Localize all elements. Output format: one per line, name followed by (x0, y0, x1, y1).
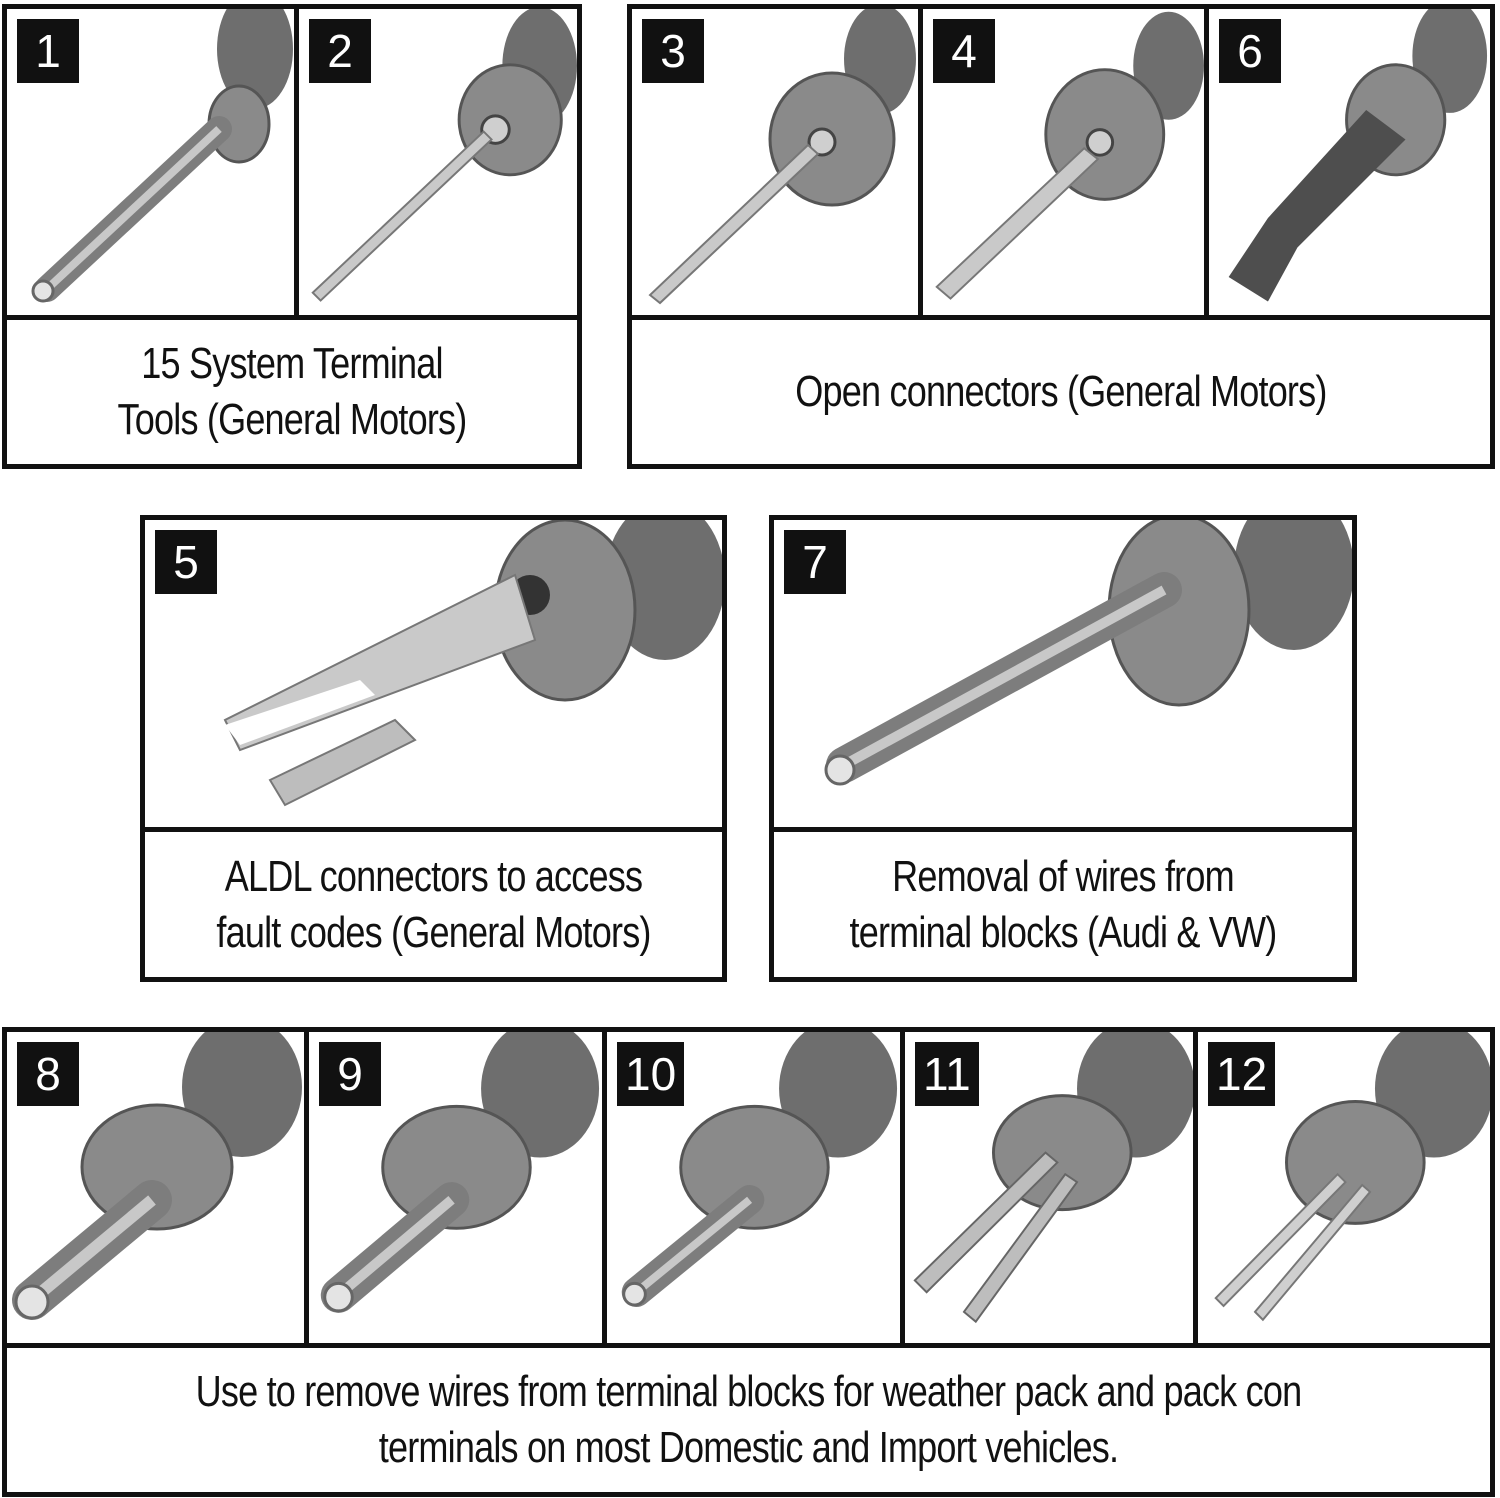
tool-number-badge: 2 (309, 19, 371, 83)
tool-group-weather-pack: 8 9 10 (2, 1027, 1495, 1497)
tool-cell-10: 10 (602, 1032, 900, 1343)
tool-cell-4: 4 (918, 9, 1204, 320)
tool-group-caption: ALDL connectors to access fault codes (G… (145, 827, 722, 977)
tool-cell-12: 12 (1193, 1032, 1490, 1343)
tool-number-badge: 8 (17, 1042, 79, 1106)
tool-cell-11: 11 (900, 1032, 1193, 1343)
tool-cell-6: 6 (1204, 9, 1490, 320)
tool-cell-1: 1 (7, 9, 294, 320)
tool-cell-9: 9 (304, 1032, 602, 1343)
tool-number-badge: 9 (319, 1042, 381, 1106)
tool-number-badge: 12 (1208, 1042, 1276, 1106)
tool-group-caption: 15 System Terminal Tools (General Motors… (7, 315, 577, 464)
tool-number-badge: 4 (933, 19, 995, 83)
tool-group-audi-vw: 7 Removal of wires from terminal blocks … (769, 515, 1357, 982)
tube-tool-icon (320, 1032, 600, 1313)
tool-group-caption: Open connectors (General Motors) (632, 315, 1490, 464)
flat-blade-tool-icon (935, 11, 1204, 300)
tool-group-caption: Removal of wires from terminal blocks (A… (774, 827, 1352, 977)
tool-cell-5: 5 (145, 520, 722, 832)
tool-group-open-connectors: 3 4 6 Open connectors (General Motors) (627, 4, 1495, 469)
tool-group-caption: Use to remove wires from terminal blocks… (7, 1343, 1490, 1492)
flat-blade-tool-icon (311, 9, 577, 302)
double-pin-tool-icon (1214, 1032, 1490, 1322)
tool-cell-3: 3 (632, 9, 918, 320)
tube-tool-icon (12, 1032, 302, 1320)
tool-number-badge: 7 (784, 530, 846, 594)
tool-cell-7: 7 (774, 520, 1352, 832)
double-pin-tool-icon (913, 1032, 1193, 1324)
tool-number-badge: 10 (617, 1042, 685, 1106)
tool-cell-8: 8 (7, 1032, 304, 1343)
flat-blade-tool-icon (648, 9, 916, 305)
tool-number-badge: 3 (642, 19, 704, 83)
tool-group-aldl-connectors: 5 ALDL connectors to access fault codes … (140, 515, 727, 982)
tool-cell-2: 2 (294, 9, 577, 320)
tube-tool-icon (824, 520, 1352, 786)
tube-tool-icon (621, 1032, 898, 1307)
wide-blade-tool-icon (1228, 9, 1488, 302)
tool-group-gm-15-system: 1 2 15 System Terminal Tools (General Mo… (2, 4, 582, 469)
tool-number-badge: 6 (1219, 19, 1281, 83)
fork-tool-icon (223, 520, 722, 807)
tool-number-badge: 5 (155, 530, 217, 594)
tool-number-badge: 11 (915, 1042, 979, 1106)
tube-tool-icon (31, 9, 293, 303)
tool-number-badge: 1 (17, 19, 79, 83)
